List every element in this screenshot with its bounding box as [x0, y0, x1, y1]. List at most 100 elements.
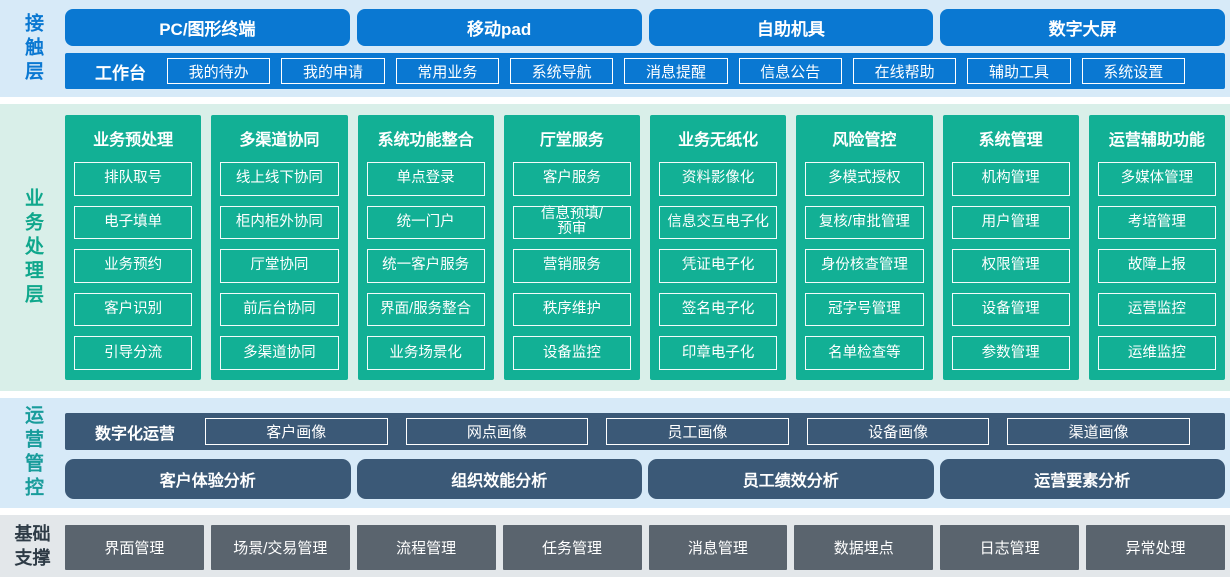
portrait-box: 网点画像	[405, 418, 589, 445]
digital-operations-bar: 数字化运营 客户画像网点画像员工画像设备画像渠道画像	[65, 413, 1225, 450]
business-column-title: 系统管理	[978, 132, 1043, 149]
operations-layer-label: 运营管控	[22, 405, 43, 501]
workbench-item-box: 信息公告	[738, 58, 842, 85]
analysis-box: 组织效能分析	[356, 459, 642, 499]
feature-box: 营销服务	[512, 249, 631, 283]
portrait-box: 渠道画像	[1007, 418, 1190, 445]
feature-box: 机构管理	[951, 162, 1070, 196]
business-columns: 业务预处理排队取号电子填单业务预约客户识别引导分流多渠道协同线上线下协同柜内柜外…	[65, 104, 1230, 391]
feature-box: 多模式授权	[805, 162, 924, 196]
workbench-item-box: 系统导航	[509, 58, 614, 85]
workbench-items: 我的待办我的申请常用业务系统导航消息提醒信息公告在线帮助辅助工具系统设置	[167, 58, 1185, 85]
channel-box: 数字大屏	[940, 9, 1225, 47]
feature-box: 线上线下协同	[220, 162, 339, 196]
foundation-box: 日志管理	[940, 525, 1080, 570]
feature-box: 信息交互电子化	[659, 205, 778, 240]
business-column-title: 厅堂服务	[539, 132, 604, 149]
business-column: 系统功能整合单点登录统一门户统一客户服务界面/服务整合业务场景化	[357, 115, 494, 380]
feature-box: 凭证电子化	[659, 249, 778, 283]
feature-box: 信息预填/ 预审	[512, 205, 631, 240]
feature-box: 用户管理	[951, 205, 1070, 240]
contact-layer-label-col: 接触层	[0, 0, 65, 97]
operations-layer-label-col: 运营管控	[0, 398, 65, 508]
feature-box: 柜内柜外协同	[220, 205, 339, 240]
foundation-box: 场景/交易管理	[210, 525, 350, 570]
channel-box: 移动pad	[356, 9, 642, 47]
feature-box: 单点登录	[366, 162, 485, 196]
analysis-box: 运营要素分析	[939, 459, 1225, 499]
feature-box: 故障上报	[1097, 249, 1216, 283]
workbench-item-box: 我的待办	[167, 58, 271, 85]
feature-box: 设备监控	[512, 336, 631, 370]
workbench-item-box: 在线帮助	[852, 58, 957, 85]
feature-box: 秩序维护	[512, 292, 631, 327]
foundation-layer-label: 基础支撑	[14, 523, 51, 568]
workbench-item-box: 我的申请	[281, 58, 385, 85]
foundation-box: 流程管理	[356, 525, 496, 570]
business-column: 风险管控多模式授权复核/审批管理身份核查管理冠字号管理名单检查等	[796, 115, 933, 380]
business-column: 业务无纸化资料影像化信息交互电子化凭证电子化签名电子化印章电子化	[650, 115, 787, 380]
feature-box: 前后台协同	[220, 292, 339, 327]
feature-box: 资料影像化	[659, 162, 778, 196]
feature-box: 运维监控	[1097, 336, 1216, 370]
channel-box: 自助机具	[648, 9, 934, 47]
business-column-title: 业务预处理	[93, 132, 174, 149]
business-column-title: 多渠道协同	[239, 132, 320, 149]
feature-box: 客户识别	[74, 292, 193, 327]
workbench-bar: 工作台 我的待办我的申请常用业务系统导航消息提醒信息公告在线帮助辅助工具系统设置	[65, 53, 1225, 89]
foundation-items: 界面管理场景/交易管理流程管理任务管理消息管理数据埋点日志管理异常处理	[65, 515, 1230, 577]
workbench-label: 工作台	[95, 63, 146, 83]
foundation-box: 任务管理	[502, 525, 642, 570]
feature-box: 统一客户服务	[366, 249, 485, 283]
business-column-title: 运营辅助功能	[1108, 132, 1205, 149]
foundation-box: 数据埋点	[794, 525, 934, 570]
contact-layer-label: 接触层	[22, 12, 43, 85]
business-column: 运营辅助功能多媒体管理考培管理故障上报运营监控运维监控	[1088, 115, 1225, 380]
business-column-title: 系统功能整合	[377, 132, 474, 149]
feature-box: 多渠道协同	[220, 336, 339, 370]
feature-box: 参数管理	[951, 336, 1070, 370]
analysis-box: 员工绩效分析	[648, 459, 934, 499]
portrait-box: 设备画像	[806, 418, 990, 445]
analysis-box: 客户体验分析	[65, 459, 351, 499]
feature-box: 权限管理	[951, 249, 1070, 283]
feature-box: 排队取号	[74, 162, 193, 196]
business-column: 系统管理机构管理用户管理权限管理设备管理参数管理	[942, 115, 1079, 380]
workbench-item-box: 系统设置	[1081, 58, 1185, 85]
business-column: 业务预处理排队取号电子填单业务预约客户识别引导分流	[65, 115, 202, 380]
feature-box: 签名电子化	[659, 292, 778, 327]
feature-box: 身份核查管理	[805, 249, 924, 283]
feature-box: 厅堂协同	[220, 249, 339, 283]
digital-operations-label: 数字化运营	[95, 425, 176, 443]
feature-box: 引导分流	[74, 336, 193, 370]
feature-box: 多媒体管理	[1097, 162, 1216, 196]
feature-box: 电子填单	[74, 205, 193, 240]
business-column-title: 风险管控	[832, 132, 897, 149]
business-layer-label: 业务处理层	[22, 187, 43, 308]
foundation-box: 消息管理	[648, 525, 788, 570]
feature-box: 设备管理	[951, 292, 1070, 327]
operations-layer-band: 运营管控 数字化运营 客户画像网点画像员工画像设备画像渠道画像 客户体验分析组织…	[0, 398, 1230, 508]
workbench-item-box: 辅助工具	[967, 58, 1071, 85]
feature-box: 业务预约	[74, 249, 193, 283]
foundation-box: 界面管理	[65, 525, 204, 570]
feature-box: 统一门户	[366, 205, 485, 240]
digital-operations-items: 客户画像网点画像员工画像设备画像渠道画像	[205, 418, 1190, 445]
feature-box: 名单检查等	[805, 336, 924, 370]
business-column: 多渠道协同线上线下协同柜内柜外协同厅堂协同前后台协同多渠道协同	[211, 115, 348, 380]
business-layer-label-col: 业务处理层	[0, 104, 65, 391]
operations-content: 数字化运营 客户画像网点画像员工画像设备画像渠道画像 客户体验分析组织效能分析员…	[65, 398, 1230, 508]
portrait-box: 员工画像	[606, 418, 789, 445]
foundation-layer-label-col: 基础支撑	[0, 515, 65, 577]
workbench-item-box: 常用业务	[395, 58, 499, 85]
feature-box: 考培管理	[1097, 205, 1216, 240]
feature-box: 印章电子化	[659, 336, 778, 370]
business-layer-band: 业务处理层 业务预处理排队取号电子填单业务预约客户识别引导分流多渠道协同线上线下…	[0, 104, 1230, 391]
analysis-row: 客户体验分析组织效能分析员工绩效分析运营要素分析	[65, 459, 1225, 499]
portrait-box: 客户画像	[205, 418, 388, 445]
feature-box: 运营监控	[1097, 292, 1216, 327]
